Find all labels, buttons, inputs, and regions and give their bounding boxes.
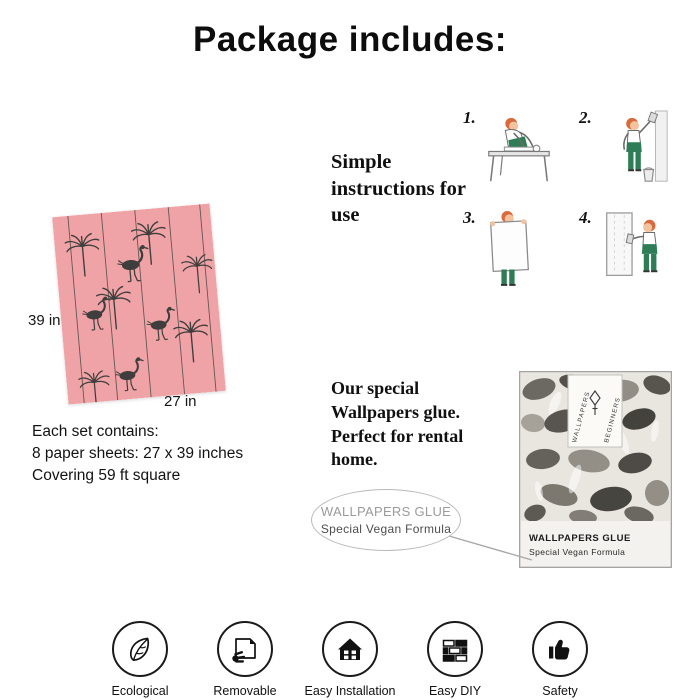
step-1-number: 1. bbox=[463, 108, 476, 127]
glue-desc-line-3: Perfect for rental bbox=[331, 425, 464, 446]
feature-badges-row: Ecological Removable bbox=[88, 621, 612, 698]
flamingo-palm-pattern bbox=[52, 203, 226, 405]
brick-wall-icon bbox=[442, 639, 468, 662]
step-1-illustration-gluing-on-table bbox=[487, 117, 550, 182]
callout-formula: Special Vegan Formula bbox=[320, 522, 452, 536]
glue-package-graphic: WALLPAPERS GLUE Special Vegan Formula WA… bbox=[519, 371, 672, 568]
set-contents-description: Each set contains: 8 paper sheets: 27 x … bbox=[32, 421, 243, 487]
thumbs-up-icon bbox=[549, 639, 570, 660]
page-title: Package includes: bbox=[193, 20, 507, 59]
set-desc-line-2: 8 paper sheets: 27 x 39 inches bbox=[32, 445, 244, 462]
set-desc-line-3: Covering 59 ft square bbox=[32, 467, 181, 484]
feature-label: Easy Installation bbox=[304, 684, 396, 698]
feature-label: Safety bbox=[542, 684, 578, 698]
leaf-icon bbox=[129, 637, 150, 662]
package-label-formula: Special Vegan Formula bbox=[529, 547, 625, 557]
callout-product-name: WALLPAPERS GLUE bbox=[320, 504, 452, 519]
glue-callout-ellipse: WALLPAPERS GLUE Special Vegan Formula bbox=[311, 489, 461, 551]
feature-easy-diy: Easy DIY bbox=[403, 621, 507, 698]
glue-tool-icon bbox=[589, 390, 601, 415]
feature-label: Ecological bbox=[111, 684, 169, 698]
instruction-steps: 1. 2. bbox=[463, 106, 683, 306]
peeling-hand-icon bbox=[232, 638, 256, 663]
glue-desc-line-2: Wallpapers glue. bbox=[331, 401, 461, 422]
marble-texture bbox=[521, 373, 670, 521]
swatch-width-label: 27 in bbox=[164, 393, 197, 410]
glue-desc-line-4: home. bbox=[331, 449, 378, 470]
feature-circle bbox=[427, 621, 483, 677]
swatch-height-label: 39 in bbox=[28, 312, 61, 329]
glue-desc-line-1: Our special bbox=[331, 378, 420, 398]
step-3-number: 3. bbox=[463, 208, 476, 227]
step-2: 2. bbox=[579, 106, 673, 194]
house-icon bbox=[338, 638, 362, 660]
feature-circle bbox=[112, 621, 168, 677]
glue-package-image: WALLPAPERS GLUE Special Vegan Formula WA… bbox=[519, 371, 672, 568]
feature-circle bbox=[322, 621, 378, 677]
instructions-heading: Simple instructions for use bbox=[331, 151, 466, 227]
step-4-number: 4. bbox=[579, 208, 592, 227]
step-2-illustration-pasting-wall bbox=[622, 110, 668, 182]
feature-circle bbox=[532, 621, 588, 677]
step-3-illustration-holding-sheet bbox=[489, 211, 529, 286]
feature-safety: Safety bbox=[508, 621, 612, 698]
step-3: 3. bbox=[463, 206, 557, 294]
feature-label: Easy DIY bbox=[428, 684, 482, 698]
feature-removable: Removable bbox=[193, 621, 297, 698]
set-desc-line-1: Each set contains: bbox=[32, 423, 159, 440]
glue-description: Our special Wallpapers glue. Perfect for… bbox=[331, 377, 506, 472]
package-hang-tag: WALLPAPERS BEGINNERS bbox=[567, 374, 623, 448]
wallpaper-swatch bbox=[52, 203, 226, 405]
feature-label: Removable bbox=[213, 684, 277, 698]
feature-ecological: Ecological bbox=[88, 621, 192, 698]
callout-connector-line bbox=[448, 535, 533, 561]
package-label-name: WALLPAPERS GLUE bbox=[529, 533, 631, 544]
step-4-illustration-smoothing-wallpaper bbox=[605, 212, 658, 276]
step-2-number: 2. bbox=[579, 108, 592, 127]
feature-easy-installation: Easy Installation bbox=[298, 621, 402, 698]
step-4: 4. bbox=[579, 206, 673, 294]
step-1: 1. bbox=[463, 106, 557, 194]
feature-circle bbox=[217, 621, 273, 677]
